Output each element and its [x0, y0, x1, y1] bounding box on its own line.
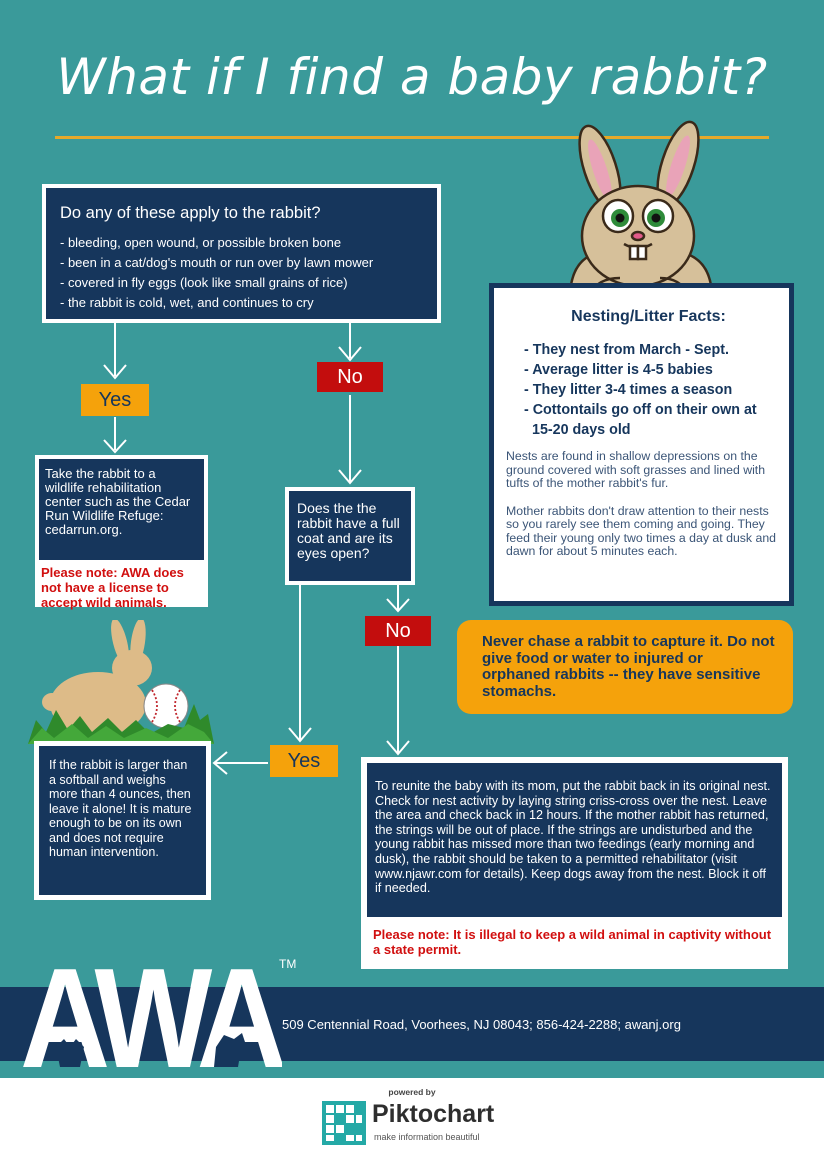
arrowhead-yes-leave [212, 751, 228, 775]
fact-item: - Cottontails go off on their own at 15-… [524, 402, 757, 438]
arrowhead-coat-no [386, 598, 410, 613]
infographic-canvas: What if I find a baby rabbit? Do any of … [0, 0, 824, 1078]
footer-band [0, 987, 824, 1061]
fact-item: - Average litter is 4-5 babies [524, 362, 713, 378]
rabbit-baseball-illustration [28, 620, 214, 744]
piktochart-tagline: make information beautiful [374, 1132, 480, 1142]
question-item: - bleeding, open wound, or possible brok… [60, 235, 342, 250]
leave-alone-box: If the rabbit is larger than a softball … [34, 741, 211, 900]
reunite-note: Please note: It is illegal to keep a wil… [373, 927, 772, 957]
arrowhead-q1-yes [103, 364, 127, 380]
awa-logo: AWA [20, 955, 282, 1075]
facts-paragraph: Nests are found in shallow depressions o… [506, 449, 766, 490]
title-divider [55, 136, 769, 139]
label-no-2: No [365, 616, 431, 646]
baseball-icon [143, 683, 189, 729]
fact-item: - They litter 3-4 times a season [524, 382, 733, 398]
arrowhead-yes-rehab [103, 439, 127, 454]
leave-alone-text: If the rabbit is larger than a softball … [39, 746, 206, 895]
cat-silhouette-icon [56, 1039, 84, 1067]
arrowhead-no-reunite [386, 740, 410, 756]
reunite-text: To reunite the baby with its mom, put th… [367, 763, 782, 917]
question-heading: Do any of these apply to the rabbit? [60, 204, 321, 222]
fact-item: - They nest from March - Sept. [524, 342, 729, 358]
label-no-1: No [317, 362, 383, 392]
powered-by-label: powered by [388, 1087, 436, 1097]
question-item: - the rabbit is cold, wet, and continues… [60, 295, 314, 310]
dog-silhouette-icon [214, 1033, 246, 1067]
label-yes-1: Yes [81, 384, 149, 416]
flow-arrows [103, 323, 410, 775]
label-yes-2: Yes [270, 745, 338, 777]
piktochart-name: Piktochart [372, 1100, 495, 1128]
coat-question-box: Does the the rabbit have a full coat and… [285, 487, 415, 585]
question-item: - been in a cat/dog's mouth or run over … [60, 255, 374, 270]
arrowhead-coat-yes [288, 727, 312, 743]
rehab-note: Please note: AWA does not have a license… [41, 565, 184, 610]
footer-contact: 509 Centennial Road, Voorhees, NJ 08043;… [282, 1017, 681, 1032]
facts-paragraph: Mother rabbits don't draw attention to t… [506, 503, 777, 558]
question-box: Do any of these apply to the rabbit? - b… [42, 184, 441, 323]
rehab-box: Take the rabbit to a wildlife rehabilita… [35, 455, 208, 610]
facts-heading: Nesting/Litter Facts: [571, 308, 726, 325]
page-title: What if I find a baby rabbit? [56, 48, 768, 106]
nesting-facts-box: Nesting/Litter Facts: - They nest from M… [489, 283, 794, 606]
arrowhead-no-coat [338, 469, 362, 485]
reunite-box: To reunite the baby with its mom, put th… [361, 757, 788, 969]
warning-box: Never chase a rabbit to capture it. Do n… [457, 620, 793, 714]
arrowhead-q1-no [338, 346, 362, 362]
question-item: - covered in fly eggs (look like small g… [60, 275, 348, 290]
cartoon-rabbit-icon [568, 120, 714, 294]
piktochart-logo-icon [322, 1101, 366, 1145]
rehab-text: Take the rabbit to a wildlife rehabilita… [39, 459, 204, 560]
trademark: TM [279, 957, 297, 971]
